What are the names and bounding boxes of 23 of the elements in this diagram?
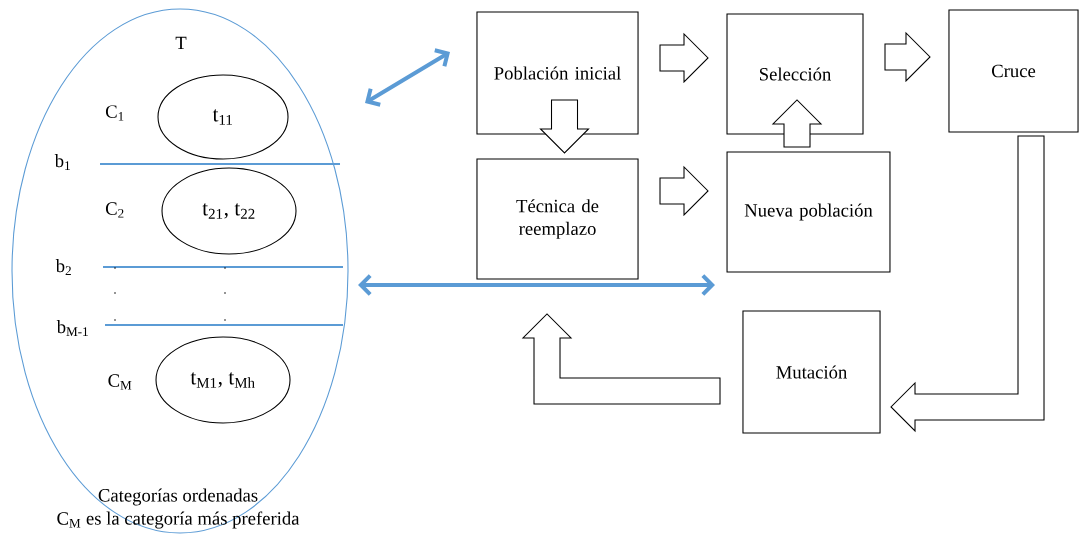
boundary-label: b$_{1}$	[54, 154, 70, 170]
process-box: Técnica de reemplazo	[476, 158, 639, 280]
category-label: C$_{1}$	[105, 105, 124, 121]
process-box: Población inicial	[476, 11, 639, 135]
process-box: Cruce	[948, 9, 1079, 133]
category-label: C$_{M}$	[108, 374, 132, 390]
process-box: Selección	[726, 13, 864, 135]
caption-text: C$_{M}$ es la categoría más preferida	[57, 511, 300, 529]
double-arrow	[365, 48, 450, 107]
bent-block-arrow	[521, 313, 721, 405]
double-arrow	[358, 274, 715, 296]
bent-block-arrow	[890, 135, 1045, 433]
process-box: Nueva población	[726, 151, 891, 273]
block-arrow	[539, 99, 590, 154]
boundary-label: b$_{M-1}$	[56, 320, 88, 336]
block-arrow	[659, 165, 709, 217]
process-box: Mutación	[742, 310, 881, 434]
block-arrow	[771, 99, 823, 148]
block-arrow	[884, 31, 931, 83]
caption-text: Categorías ordenadas	[98, 488, 258, 506]
category-label: C$_{2}$	[105, 202, 124, 218]
block-arrow	[659, 32, 709, 84]
boundary-label: b$_{2}$	[55, 259, 71, 275]
